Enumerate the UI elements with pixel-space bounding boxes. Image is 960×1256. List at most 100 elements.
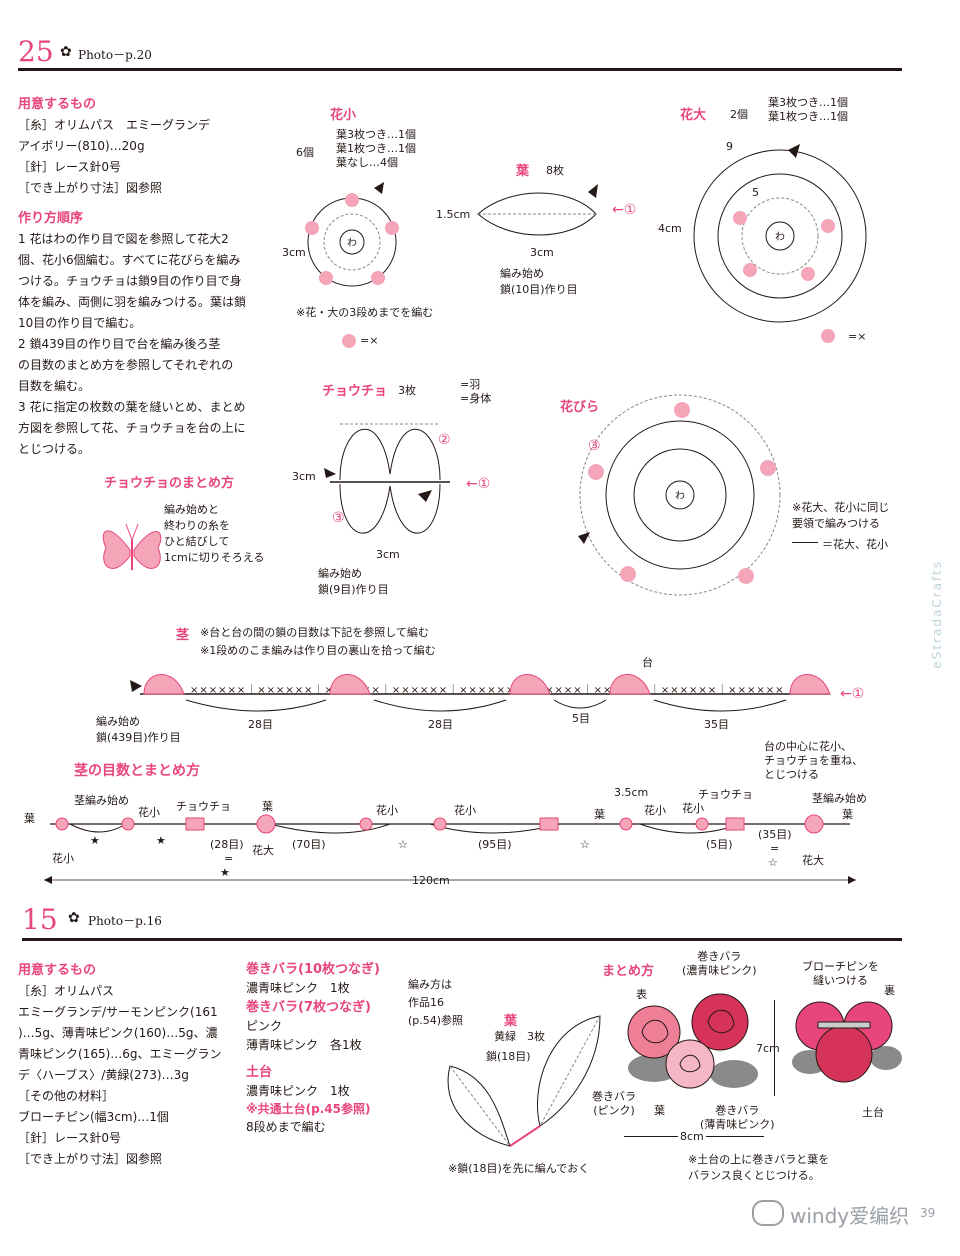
star-open-icon: ☆ <box>768 856 778 869</box>
leaf2-note: ※鎖(18目)を先に編んでおく <box>448 1162 590 1175</box>
note-line: 編み始めと <box>164 503 219 516</box>
material-line: )…5g、薄青味ピンク(160)…5g、濃 <box>18 1026 218 1040</box>
large-flower-size: 4cm <box>658 222 682 235</box>
small-flower-legend: =× <box>360 334 379 347</box>
chain-label: 鎖(9目)作り目 <box>318 583 389 596</box>
brooch-label: ブローチピンを 縫いつける <box>802 960 879 988</box>
pattern-number: 25 <box>18 35 54 68</box>
butterfly-finish-title: チョウチョのまとめ方 <box>104 476 235 491</box>
procedure-heading: 作り方順序 <box>18 211 84 226</box>
asm-count: (28目) <box>210 838 244 851</box>
label-line: 巻きバラ <box>715 1104 760 1117</box>
flower-icon: ✿ <box>60 44 72 60</box>
material-line: アイボリー(810)…20g <box>18 139 145 153</box>
material-line: ［針］レース針0号 <box>18 160 122 174</box>
leaf-chart <box>477 184 598 236</box>
marker: ③ <box>332 510 345 526</box>
assembly-title: 茎の目数とまとめ方 <box>74 763 200 779</box>
leaf-marker: ←① <box>612 202 637 218</box>
key-line: =羽 <box>460 378 481 391</box>
method-line: 編み方は <box>408 978 452 991</box>
material-line: デ〈ハーブス〉/黄緑(273)…3g <box>18 1068 189 1082</box>
photo-ref: Photo－p.20 <box>78 48 152 62</box>
stem-count: 35目 <box>704 718 729 731</box>
row-label: 9 <box>726 140 733 153</box>
label-line: 巻きバラ <box>592 1090 636 1103</box>
breakdown-line: 葉1枚つき…1個 <box>768 110 848 123</box>
material-line: ブローチピン(幅3cm)…1個 <box>18 1110 169 1124</box>
start-label: 編み始め <box>96 715 140 728</box>
start-label: 編み始め <box>500 267 544 280</box>
header-rule <box>22 938 902 941</box>
step-line: 体を編み、両側に羽を編みつける。葉は鎖 <box>18 295 247 309</box>
asm-total: 120cm <box>412 874 450 887</box>
material-line: エミーグランデ/サーモンピンク(161 <box>18 1005 218 1019</box>
step-line: 2 鎖439目の作り目で台を編み後ろ茎 <box>18 337 221 351</box>
note-line: ※台と台の間の鎖の目数は下記を参照して編む <box>200 626 429 639</box>
petal-title: 花びら <box>560 400 600 415</box>
note-line: 終わりの糸を <box>164 519 230 532</box>
label-line: (ピンク) <box>593 1104 635 1117</box>
butterfly-illustration <box>102 523 162 570</box>
large-flower-title: 花大 <box>680 108 707 123</box>
butterfly-size-w: 3cm <box>376 548 400 561</box>
svg-text:わ: わ <box>347 237 357 249</box>
height-label: 7cm <box>756 1042 780 1055</box>
marker: ② <box>438 432 451 448</box>
label-line: (薄青味ピンク) <box>700 1118 775 1131</box>
asm-small: 花小 <box>138 806 160 819</box>
petal-note: ※花大、花小に同じ 要領で編みつける <box>792 500 889 532</box>
large-flower-breakdown: 葉3枚つき…1個 葉1枚つき…1個 <box>768 96 848 124</box>
rose10-title: 巻きバラ(10枚つなぎ) <box>246 962 380 977</box>
procedure-block: 作り方順序 1 花はわの作り目で図を参照して花大2 個、花小6個編む。すべてに花… <box>18 208 246 460</box>
small-flower-size: 3cm <box>282 246 306 259</box>
width-label: 8cm <box>678 1130 706 1143</box>
large-flower-chart: わ <box>693 144 867 343</box>
asm-stem-start: 茎編み始め <box>812 792 867 805</box>
asm-count: (35目) <box>758 828 792 841</box>
back-roses <box>792 1001 902 1083</box>
breakdown-line: 葉3枚つき…1個 <box>768 96 848 109</box>
butterfly-count: 3枚 <box>398 384 416 397</box>
petal-legend: ＝花大、花小 <box>822 538 888 551</box>
step-line: 目数を編む。 <box>18 379 91 393</box>
leaf-size: 1.5cm <box>436 208 471 221</box>
label-line: (濃青味ピンク) <box>682 964 757 977</box>
rose7-color: 薄青味ピンク 各1枚 <box>246 1038 362 1052</box>
rose-light-label: 巻きバラ (薄青味ピンク) <box>700 1104 775 1132</box>
chain-label: 鎖(439目)作り目 <box>96 731 181 744</box>
asm-count: (5目) <box>706 838 733 851</box>
legend-line <box>792 542 818 543</box>
method-line: 作品16 <box>408 996 444 1009</box>
petal-chart: わ <box>578 394 781 596</box>
page-number: 39 <box>920 1206 936 1220</box>
star-open-icon: ☆ <box>580 838 590 851</box>
chain-label: 鎖(10目)作り目 <box>500 283 578 296</box>
pattern-number: 15 <box>22 903 58 936</box>
star-icon: ★ <box>156 834 166 847</box>
butterfly-size-h: 3cm <box>292 470 316 483</box>
stem-notes: ※台と台の間の鎖の目数は下記を参照して編む ※1段めのこま編みは作り目の裏山を拾… <box>200 624 436 660</box>
note-line: ひと結びして <box>164 535 230 548</box>
asm-leaf: 葉 <box>594 808 605 821</box>
rose-block: 巻きバラ(10枚つなぎ) 濃青味ピンク 1枚 巻きバラ(7枚つなぎ) ピンク 薄… <box>246 960 380 1055</box>
breakdown-line: 葉3枚つき…1個 <box>336 128 416 141</box>
label-line: 巻きバラ <box>697 950 742 963</box>
small-flower-chart: わ <box>305 182 399 287</box>
stem-count: 28目 <box>248 718 273 731</box>
finish-note: ※土台の上に巻きバラと葉を バランス良くとじつける。 <box>688 1152 829 1184</box>
stem-marker: ←① <box>840 686 865 702</box>
asm-butterfly: チョウチョ <box>176 800 231 813</box>
material-line: ［針］レース針0号 <box>18 1131 122 1145</box>
note-line: ※土台の上に巻きバラと葉を <box>688 1153 830 1166</box>
finish-title: まとめ方 <box>602 964 655 979</box>
butterfly-finish-notes: 編み始めと 終わりの糸を ひと結びして 1cmに切りそろえる <box>164 502 264 566</box>
small-flower-breakdown: 葉3枚つき…1個 葉1枚つき…1個 葉なし…4個 <box>336 128 416 170</box>
small-flower-count: 6個 <box>296 146 314 159</box>
breakdown-line: 葉なし…4個 <box>336 156 398 169</box>
base-block: 土台 濃青味ピンク 1枚 ※共通土台(p.45参照) 8段めまで編む <box>246 1064 370 1136</box>
star-icon: ★ <box>90 834 100 847</box>
leaf-count: 8枚 <box>546 164 564 177</box>
asm-leaf: 葉 <box>24 812 35 825</box>
butterfly-key: =羽 =身体 <box>460 378 491 406</box>
